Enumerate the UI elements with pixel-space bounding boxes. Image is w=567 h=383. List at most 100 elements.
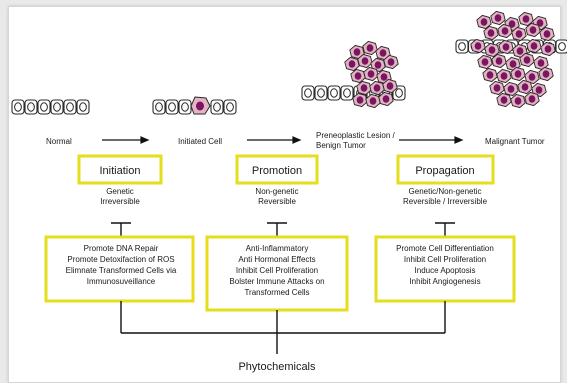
normal-cell [455,39,469,54]
cell-nucleus [343,88,351,98]
tumor-nucleus [196,101,204,111]
tumor-nucleus [509,60,517,68]
phase-box-initiation [77,154,163,185]
cell-nucleus [27,102,35,112]
tumor-nucleus [495,57,503,65]
cell-nucleus [458,42,466,51]
tumor-nucleus [528,73,536,81]
tumor-nucleus [369,97,377,105]
cell-nucleus [395,88,403,98]
phase-desc-initiation-2: Irreversible [100,197,140,206]
tumor-nucleus [360,84,368,92]
tumor-nucleus [537,59,545,67]
preneoplastic-cells [301,40,406,109]
tumor-nucleus [474,42,482,50]
tumor-nucleus [356,96,364,104]
tumor-nucleus [494,14,502,22]
action-item: Bolster Immune Attacks on [229,277,324,286]
tumor-nucleus [544,45,552,53]
tumor-nucleus [481,58,489,66]
cell-nucleus [155,102,163,112]
initiated-cells-row [152,96,237,115]
normal-cell [340,85,354,101]
inhibition-symbols [111,222,455,237]
phase-desc-promotion-2: Reversible [258,197,296,206]
cell-nucleus [79,102,87,112]
tumor-nucleus [536,19,544,27]
tumor-nucleus [348,60,356,68]
phase-desc-propagation-2: Reversible / Irreversible [403,197,488,206]
action-item: Elimnate Transformed Cells via [66,266,177,275]
arrow-head-1 [140,136,150,144]
action-item: Promote Detoxifaction of ROS [67,255,174,264]
phase-box-propagation [396,154,495,185]
normal-cell [11,99,25,115]
tumor-nucleus [516,47,524,55]
cell-nucleus [14,102,22,112]
tumor-nucleus [354,72,362,80]
cell-nucleus [213,102,221,112]
tumor-nucleus [361,57,369,65]
tumor-nucleus [382,95,390,103]
tumor-nucleus [528,95,536,103]
tumor-nucleus [493,84,501,92]
tumor-nucleus [507,85,515,93]
arrow-head-2 [292,136,302,144]
normal-cell [50,99,64,115]
cell-nucleus [168,102,176,112]
stage-label-normal: Normal [46,137,72,146]
tumor-nucleus [379,49,387,57]
tumor-nucleus [387,58,395,66]
stage-label-preneoplastic-1: Preneoplastic Lesion / [316,131,395,140]
normal-cell [152,99,166,115]
tumor-nucleus [514,70,522,78]
tumor-nucleus [529,26,537,34]
normal-cell [314,85,328,101]
normal-cell [327,85,341,101]
phase-title-propagation: Propagation [415,165,474,177]
tumor-nucleus [535,86,543,94]
tumor-nucleus [486,71,494,79]
action-item: Anti-Inflammatory [246,244,309,253]
phase-title-promotion: Promotion [252,165,302,177]
tumor-nucleus [522,15,530,23]
tumor-nucleus [374,61,382,69]
tumor-nucleus [500,72,508,80]
phase-desc-promotion-1: Non-genetic [255,187,298,196]
phytochemicals-label: Phytochemicals [238,361,316,373]
tumor-nucleus [480,18,488,26]
action-item: Anti Hormonal Effects [238,255,315,264]
normal-cell [165,99,179,115]
cell-nucleus [304,88,312,98]
action-item: Induce Apoptosis [415,266,476,275]
normal-cell [301,85,315,101]
tumor-nucleus [502,43,510,51]
cell-nucleus [226,102,234,112]
tumor-nucleus [501,27,509,35]
tumor-nucleus [521,83,529,91]
tumor-nucleus [380,73,388,81]
phase-desc-propagation-1: Genetic/Non-genetic [409,187,482,196]
action-item: Inhibit Cell Proliferation [236,266,318,275]
normal-cell [63,99,77,115]
tumor-nucleus [508,20,516,28]
normal-cell [24,99,38,115]
arrow-head-3 [454,136,464,144]
action-item: Transformed Cells [244,288,309,297]
tumor-nucleus [386,82,394,90]
tumor-nucleus [523,56,531,64]
action-item: Inhibit Cell Proliferation [404,255,486,264]
cell-nucleus [317,88,325,98]
figure-panel [8,6,561,383]
normal-cell [178,99,192,115]
cell-nucleus [53,102,61,112]
tumor-nucleus [366,44,374,52]
action-item: Immunosuveillance [87,277,156,286]
normal-cells-row [11,99,90,115]
tumor-nucleus [543,30,551,38]
phase-desc-initiation-1: Genetic [106,187,134,196]
tumor-nucleus [500,96,508,104]
